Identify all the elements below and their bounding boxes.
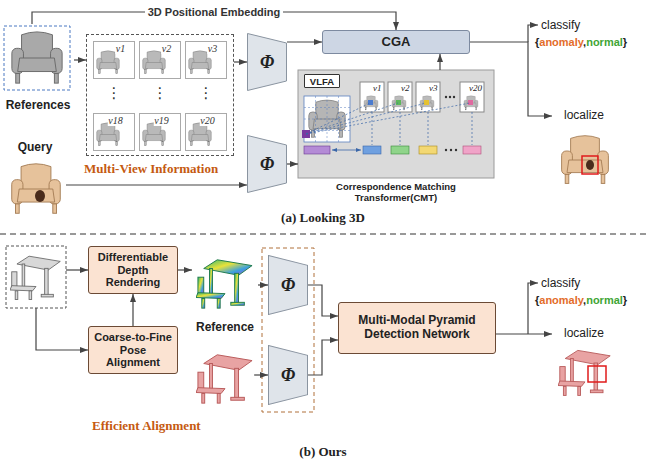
- connector: [234, 61, 247, 62]
- node-text: Φ: [260, 154, 274, 174]
- node-text: v19: [153, 115, 169, 126]
- view-thumbnail: v3: [185, 41, 227, 79]
- node-text: CGA: [327, 35, 465, 50]
- connector: [258, 284, 268, 285]
- text-label: v3: [428, 83, 439, 93]
- view-thumbnail: v18: [93, 113, 135, 151]
- view-thumbnail: v2: [139, 41, 181, 79]
- label-row: {anomaly,normal}: [535, 294, 627, 307]
- view-thumbnail: v20: [185, 113, 227, 151]
- encoder-trapezoid: Φ: [247, 135, 287, 193]
- connector: [308, 285, 338, 316]
- text-label: }: [623, 36, 627, 48]
- image-node: localize: [552, 108, 616, 200]
- trapezoid-shape: [248, 34, 287, 91]
- text-label: Efficient Alignment: [92, 418, 201, 433]
- node-text: Reference: [192, 320, 258, 334]
- text-label: ,: [583, 294, 586, 306]
- label-row: {anomaly,normal}: [535, 36, 627, 49]
- text-label: {: [535, 36, 539, 48]
- connector: [178, 269, 192, 270]
- node-text: v18: [107, 115, 123, 126]
- image-node: References: [2, 24, 74, 112]
- trapezoid-shape: [269, 346, 308, 405]
- trapezoid-shape: [248, 136, 287, 193]
- connector: [66, 184, 247, 185]
- encoder-trapezoid: Φ: [247, 33, 287, 91]
- text-label: anomaly: [539, 36, 583, 48]
- node-text: v20: [199, 115, 215, 126]
- connector: [132, 294, 133, 326]
- text-label: Multi-View Information: [84, 161, 218, 176]
- edge-label: 3D Positional Embedding: [145, 6, 284, 19]
- text-label: v20: [468, 83, 483, 93]
- image-node: Query: [4, 140, 66, 225]
- connector: [496, 333, 552, 334]
- view-grid: ⋮ ⋮ ⋮ v1 v2 v3 v18 v19 v20: [86, 34, 234, 156]
- process-box: Coarse-to-Fine Pose Alignment: [88, 326, 178, 374]
- view-thumbnail: v1: [93, 41, 135, 79]
- node-text: VLFA: [305, 76, 339, 87]
- process-box: CGA: [322, 30, 470, 54]
- encoder-trapezoid: Φ: [268, 255, 308, 315]
- connector: [74, 59, 86, 60]
- node-text: Multi-Modal Pyramid Detection Network: [343, 314, 491, 342]
- node-text: Query: [4, 140, 66, 154]
- connector: [287, 41, 322, 42]
- connector: [308, 340, 338, 375]
- connector: [439, 54, 440, 70]
- node-text: localize: [552, 326, 616, 340]
- text-label: anomaly: [539, 294, 583, 306]
- trapezoid-shape: [269, 256, 308, 315]
- text-label: normal: [586, 36, 623, 48]
- node-text: Coarse-to-Fine Pose Alignment: [93, 331, 173, 369]
- node-text: v3: [207, 43, 218, 54]
- node-text: localize: [552, 108, 616, 122]
- text-label: ,: [583, 36, 586, 48]
- node-text: Φ: [281, 365, 295, 385]
- node-text: References: [2, 98, 74, 112]
- text-label: v1: [372, 83, 383, 93]
- process-box: Multi-Modal Pyramid Detection Network: [338, 302, 496, 354]
- image-node: Reference: [192, 250, 258, 334]
- text-label: (b) Ours: [299, 444, 346, 459]
- module-panel: Correspondence Matching Transformer(CMT)…: [298, 70, 494, 203]
- encoder-trapezoid: Φ: [268, 345, 308, 405]
- image-node: localize: [552, 326, 616, 418]
- process-box: Differentiable Depth Rendering: [88, 246, 178, 294]
- text-label: {: [535, 294, 539, 306]
- text-label: classify: [541, 18, 580, 32]
- view-thumbnail: v19: [139, 113, 181, 151]
- node-text: v2: [161, 43, 172, 54]
- node-text: Φ: [260, 52, 274, 72]
- node-text: Correspondence Matching Transformer(CMT): [298, 181, 494, 203]
- text-label: classify: [541, 276, 580, 290]
- node-text: Φ: [281, 275, 295, 295]
- node-text: Differentiable Depth Rendering: [93, 251, 173, 289]
- node-text: ⋮: [153, 85, 168, 101]
- connector: [287, 163, 298, 164]
- text-label: normal: [586, 294, 623, 306]
- node-text: v1: [115, 43, 126, 54]
- process-box: VLFA: [304, 74, 340, 88]
- text-label: }: [623, 294, 627, 306]
- text-label: (a) Looking 3D: [281, 210, 365, 225]
- text-label: v2: [400, 83, 411, 93]
- connector: [470, 42, 552, 116]
- node-text: ⋮: [107, 85, 122, 101]
- node-text: ⋮: [199, 85, 214, 101]
